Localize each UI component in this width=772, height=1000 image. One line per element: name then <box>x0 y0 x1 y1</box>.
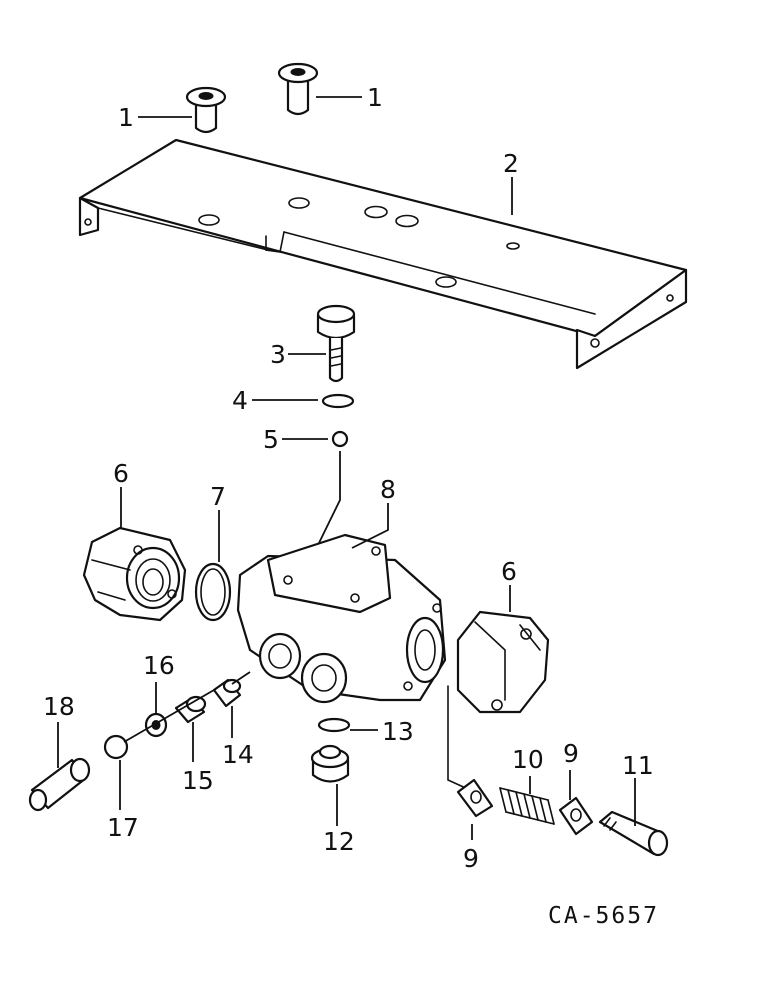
callout-8: 8 <box>380 475 396 504</box>
part-7-seal-ring <box>194 562 232 622</box>
callout-1-left: 1 <box>118 103 134 132</box>
callout-14: 14 <box>222 740 254 769</box>
part-9-gasket-left <box>456 778 494 818</box>
part-6-end-cover-left <box>82 526 187 622</box>
part-15-fitting <box>174 695 207 724</box>
callout-11: 11 <box>622 751 654 780</box>
part-17-washer <box>103 734 129 760</box>
callout-16: 16 <box>143 651 175 680</box>
callout-3: 3 <box>270 340 286 369</box>
part-10-spring <box>499 787 555 825</box>
callout-18: 18 <box>43 692 75 721</box>
callout-6-left: 6 <box>113 459 129 488</box>
part-6-end-cover-right <box>456 610 550 714</box>
part-9-gasket-right <box>558 796 594 836</box>
part-1-bushing-right <box>277 62 319 116</box>
part-16-washer <box>144 712 168 738</box>
callout-2: 2 <box>503 149 519 178</box>
part-2-mounting-bracket <box>78 138 688 370</box>
callout-labels: 1 1 2 3 4 5 6 6 7 8 9 9 10 11 12 13 14 1… <box>43 83 654 873</box>
callout-7: 7 <box>210 482 226 511</box>
part-3-screw <box>316 304 356 383</box>
part-12-plug <box>310 744 350 783</box>
part-5-ball <box>331 430 349 448</box>
callout-13: 13 <box>382 717 414 746</box>
callout-9-right: 9 <box>563 739 579 768</box>
part-8-valve-body <box>236 533 447 704</box>
part-11-pin <box>598 810 669 857</box>
callout-5: 5 <box>263 425 279 454</box>
callout-6-right: 6 <box>501 557 517 586</box>
callout-4: 4 <box>232 386 248 415</box>
callout-15: 15 <box>182 766 214 795</box>
callout-10: 10 <box>512 745 544 774</box>
callout-12: 12 <box>323 827 355 856</box>
part-1-bushing-left <box>185 86 227 134</box>
callout-9-left: 9 <box>463 844 479 873</box>
leader-lines <box>57 96 636 840</box>
part-18-fitting <box>28 757 91 812</box>
callout-17: 17 <box>107 813 139 842</box>
figure-code: CA-5657 <box>548 903 659 929</box>
part-14-plug <box>212 678 242 708</box>
callout-1-right: 1 <box>367 83 383 112</box>
part-13-o-ring <box>317 717 351 733</box>
part-4-o-ring <box>321 393 355 409</box>
